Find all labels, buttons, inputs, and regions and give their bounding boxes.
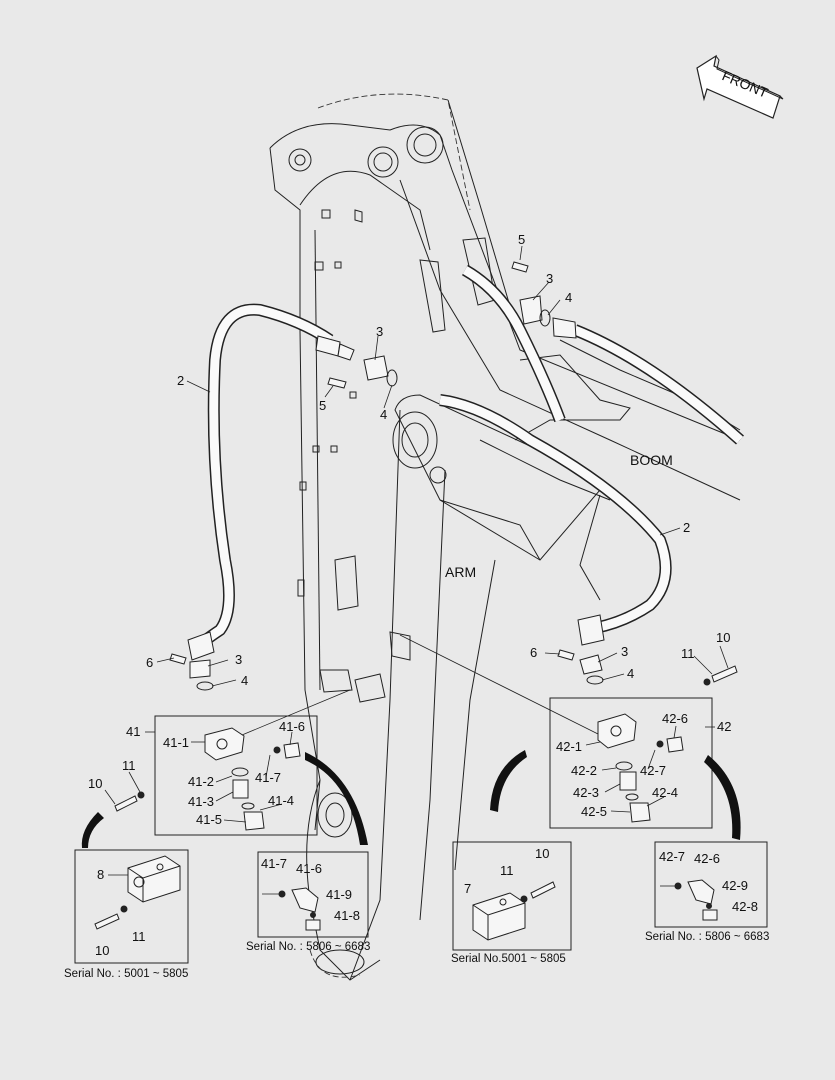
arm-label: ARM bbox=[445, 564, 476, 580]
detail-41-drawing bbox=[262, 887, 321, 931]
label-42-5: 42-5 bbox=[581, 804, 607, 819]
label-bolt10-right-a: 10 bbox=[716, 630, 730, 645]
label-41-6: 41-6 bbox=[279, 719, 305, 734]
label-block-8: 8 bbox=[97, 867, 104, 882]
label-detail-41-7: 41-7 bbox=[261, 856, 287, 871]
block-7-serial: Serial No.5001 ~ 5805 bbox=[451, 953, 566, 965]
label-42-2: 42-2 bbox=[571, 763, 597, 778]
detail-42-serial: Serial No. : 5806 ~ 6683 bbox=[645, 931, 769, 943]
label-clamp-right-low: 3 bbox=[621, 644, 628, 659]
label-bolt10-right-b: 10 bbox=[535, 846, 549, 861]
assembly-41-box bbox=[154, 715, 318, 836]
hose-right bbox=[439, 264, 744, 646]
leader-lines bbox=[145, 245, 729, 741]
label-42-1: 42-1 bbox=[556, 739, 582, 754]
block-7-box bbox=[452, 841, 572, 951]
boom-outline bbox=[269, 93, 741, 601]
label-bolt-right-low: 6 bbox=[530, 645, 537, 660]
bolts-washers bbox=[104, 771, 145, 812]
assembly-42-parts bbox=[585, 713, 684, 823]
label-bolt-mid: 5 bbox=[319, 398, 326, 413]
label-washer11-left-b: 11 bbox=[132, 929, 146, 944]
label-42-3: 42-3 bbox=[573, 785, 599, 800]
label-41-5: 41-5 bbox=[196, 812, 222, 827]
block-7-drawing bbox=[472, 881, 556, 941]
label-clamp-mid: 3 bbox=[376, 324, 383, 339]
label-42-6: 42-6 bbox=[662, 711, 688, 726]
label-detail-42-9: 42-9 bbox=[722, 878, 748, 893]
boom-label: BOOM bbox=[630, 452, 673, 468]
label-clamp-left-low: 3 bbox=[235, 652, 242, 667]
label-bolt10-left-a: 10 bbox=[88, 776, 102, 791]
detail-41-box bbox=[257, 851, 369, 938]
brackets bbox=[297, 209, 363, 597]
fittings bbox=[169, 261, 738, 691]
label-bolt10-left-b: 10 bbox=[95, 943, 109, 958]
block-8-serial: Serial No. : 5001 ~ 5805 bbox=[64, 968, 188, 980]
label-detail-42-6: 42-6 bbox=[694, 851, 720, 866]
label-bolt-left-low: 6 bbox=[146, 655, 153, 670]
label-oring-right-low: 4 bbox=[627, 666, 634, 681]
label-41-2: 41-2 bbox=[188, 774, 214, 789]
assembly-41-parts bbox=[191, 727, 301, 831]
label-oring-mid: 4 bbox=[380, 407, 387, 422]
detail-42-box bbox=[654, 841, 768, 928]
block-8-drawing bbox=[94, 855, 181, 930]
front-arrow-icon bbox=[696, 54, 784, 119]
label-washer11-right-a: 11 bbox=[681, 646, 695, 661]
label-detail-42-8: 42-8 bbox=[732, 899, 758, 914]
label-42-7: 42-7 bbox=[640, 763, 666, 778]
arm-outline bbox=[299, 229, 601, 981]
label-42-4: 42-4 bbox=[652, 785, 678, 800]
block-8-box bbox=[74, 849, 189, 964]
label-oring-left-low: 4 bbox=[241, 673, 248, 688]
label-block-7: 7 bbox=[464, 881, 471, 896]
label-washer11-right-b: 11 bbox=[500, 863, 514, 878]
label-41-1: 41-1 bbox=[163, 735, 189, 750]
label-clamp-top-right: 3 bbox=[546, 271, 553, 286]
label-assy-42: 42 bbox=[717, 719, 731, 734]
label-41-4: 41-4 bbox=[268, 793, 294, 808]
label-assy-41: 41 bbox=[126, 724, 140, 739]
label-detail-41-9: 41-9 bbox=[326, 887, 352, 902]
label-oring-top-right: 4 bbox=[565, 290, 572, 305]
label-41-7: 41-7 bbox=[255, 770, 281, 785]
hose-left bbox=[187, 303, 355, 661]
label-detail-42-7: 42-7 bbox=[659, 849, 685, 864]
callout-arcs bbox=[81, 750, 741, 848]
label-hose-right: 2 bbox=[683, 520, 690, 535]
label-washer11-left-a: 11 bbox=[122, 758, 136, 773]
label-bolt-top-right: 5 bbox=[518, 232, 525, 247]
label-41-3: 41-3 bbox=[188, 794, 214, 809]
label-detail-41-8: 41-8 bbox=[334, 908, 360, 923]
detail-41-serial: Serial No. : 5806 ~ 6683 bbox=[246, 941, 370, 953]
detail-42-drawing bbox=[660, 879, 718, 921]
label-detail-41-6: 41-6 bbox=[296, 861, 322, 876]
label-hose-left: 2 bbox=[177, 373, 184, 388]
